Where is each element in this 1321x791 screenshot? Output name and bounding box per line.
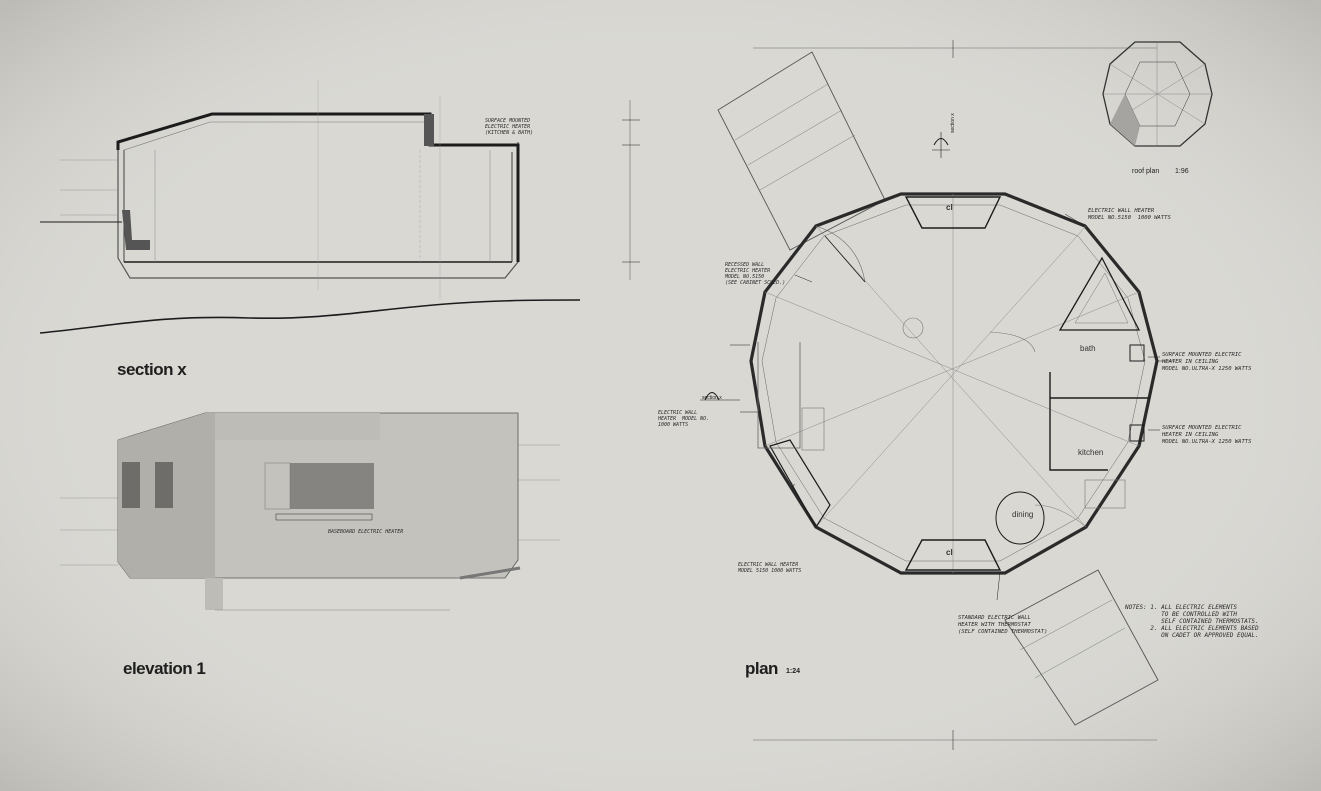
plan-drawing [700, 40, 1175, 750]
note-standard-heater: STANDARD ELECTRIC WALL HEATER WITH THERM… [958, 615, 1048, 635]
roof-plan-scale: 1:96 [1175, 168, 1189, 175]
roof-plan-title: roof plan [1132, 168, 1160, 175]
note-general: NOTES: 1. ALL ELECTRIC ELEMENTS TO BE CO… [1125, 604, 1259, 639]
room-kitchen: kitchen [1078, 448, 1104, 457]
room-closet-bottom: cl [946, 548, 953, 557]
note-section-heater: SURFACE MOUNTED ELECTRIC HEATER (KITCHEN… [485, 118, 534, 136]
note-wall-heater-bottom: ELECTRIC WALL HEATER MODEL 5150 1000 WAT… [738, 562, 802, 574]
room-closet-top: cl [946, 203, 953, 212]
note-wall-heater-left: RECESSED WALL ELECTRIC HEATER MODEL NO.5… [725, 262, 786, 286]
section-title: section x [117, 360, 187, 379]
section-marker-top: section x [950, 113, 956, 133]
note-baseboard: BASEBOARD ELECTRIC HEATER [328, 529, 404, 535]
room-dining: dining [1012, 510, 1034, 519]
elevation-drawing [60, 412, 560, 611]
plan-scale: 1:24 [786, 668, 801, 675]
elevation-title: elevation 1 [123, 659, 206, 678]
room-bath: bath [1080, 344, 1096, 353]
section-drawing [39, 80, 640, 334]
roof-plan-drawing [1102, 41, 1213, 147]
section-marker-plan: section x [702, 395, 722, 401]
note-kitchen-heater: SURFACE MOUNTED ELECTRIC HEATER IN CEILI… [1162, 425, 1252, 445]
note-bath-heater: SURFACE MOUNTED ELECTRIC HEATER IN CEILI… [1162, 352, 1252, 372]
note-wall-heater-mid: ELECTRIC WALL HEATER MODEL NO. 1000 WATT… [658, 410, 710, 428]
plan-title: plan [745, 659, 778, 678]
note-wall-heater-right: ELECTRIC WALL HEATER MODEL NO.5150 1000 … [1088, 208, 1171, 221]
